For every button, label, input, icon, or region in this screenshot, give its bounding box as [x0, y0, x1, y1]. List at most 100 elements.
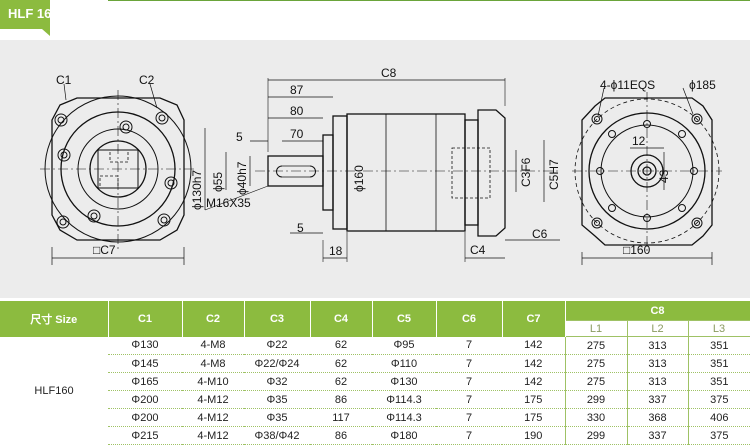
cell-c6: 7 [436, 372, 502, 391]
side-view: C8 87 80 5 70 ϕ130h7 ϕ55 ϕ40h7 M16X35 ϕ1… [190, 66, 561, 262]
cell-c4: 62 [310, 354, 372, 373]
cell-c2: 4-M12 [182, 408, 244, 427]
header-size: 尺寸 Size [0, 301, 109, 337]
dim-87-label: 87 [290, 83, 304, 97]
phi40h7-label: ϕ40h7 [235, 161, 249, 195]
cell-c2: 4-M8 [182, 354, 244, 373]
cell-c6: 7 [436, 354, 502, 373]
cell-c3: Φ22/Φ24 [244, 354, 310, 373]
header-c5: C5 [372, 301, 437, 337]
header-c3: C3 [244, 301, 311, 337]
cell-l1: 299 [564, 390, 627, 409]
cell-l3: 351 [687, 372, 750, 391]
m16x35-label: M16X35 [206, 196, 251, 210]
table-row: Φ145 4-M8 Φ22/Φ24 62 Φ110 7 142 275 313 … [0, 354, 750, 373]
cell-c5: Φ95 [372, 336, 436, 355]
cell-c1: Φ130 [108, 336, 182, 355]
header-l3: L3 [687, 320, 750, 337]
cell-c1: Φ215 [108, 426, 182, 445]
cell-c6: 7 [436, 426, 502, 445]
cell-c3: Φ35 [244, 390, 310, 409]
cell-c7: 142 [502, 354, 565, 373]
cell-c7: 142 [502, 336, 565, 355]
page-title: HLF 160 [8, 6, 59, 21]
c2-label: C2 [139, 73, 155, 87]
front-view: C1 C2 □C7 [40, 73, 196, 265]
cell-c5: Φ180 [372, 426, 436, 445]
cell-l1: 275 [564, 336, 627, 355]
technical-drawing: C1 C2 □C7 C8 87 80 [0, 40, 750, 298]
cell-c6: 7 [436, 408, 502, 427]
phi130h7-label: ϕ130h7 [190, 170, 204, 210]
cell-l3: 351 [687, 354, 750, 373]
dim-18-label: 18 [329, 244, 343, 258]
dim-5-top-label: 5 [236, 130, 243, 144]
cell-c1: Φ200 [108, 408, 182, 427]
cell-l3: 351 [687, 336, 750, 355]
dim-80-label: 80 [290, 104, 304, 118]
holes-label: 4-ϕ11EQS [600, 78, 655, 92]
header-c6: C6 [436, 301, 503, 337]
cell-c5: Φ110 [372, 354, 436, 373]
header-c1: C1 [108, 301, 183, 337]
cell-l2: 313 [626, 354, 688, 373]
table-row: Φ215 4-M12 Φ38/Φ42 86 Φ180 7 190 299 337… [0, 426, 750, 445]
phi55-label: ϕ55 [211, 172, 225, 192]
cell-c1: Φ200 [108, 390, 182, 409]
cell-c7: 190 [502, 426, 565, 445]
dim-70-label: 70 [290, 127, 304, 141]
table-row: HLF160 Φ130 4-M8 Φ22 62 Φ95 7 142 275 31… [0, 336, 750, 397]
cell-c3: Φ32 [244, 372, 310, 391]
spec-table: 尺寸 Size C1 C2 C3 C4 C5 C6 C7 C8 L1 L2 L3… [0, 301, 750, 445]
sq160-label: □160 [623, 243, 651, 257]
cell-c4: 62 [310, 336, 372, 355]
cell-c1: Φ165 [108, 372, 182, 391]
cell-l1: 330 [564, 408, 627, 427]
cell-c2: 4-M8 [182, 336, 244, 355]
cell-c2: 4-M12 [182, 390, 244, 409]
cell-c6: 7 [436, 390, 502, 409]
cell-l2: 337 [626, 390, 688, 409]
cell-c1: Φ145 [108, 354, 182, 373]
title-tag [0, 0, 50, 36]
c8-label: C8 [381, 66, 397, 80]
header-c8: C8 [565, 301, 750, 321]
c3f6-label: C3F6 [519, 157, 533, 187]
header-l2: L2 [626, 320, 689, 337]
c5h7-label: C5H7 [547, 159, 561, 190]
cell-c6: 7 [436, 336, 502, 355]
dim-43-label: 43 [657, 169, 671, 183]
header-l1: L1 [564, 320, 628, 337]
cell-c4: 62 [310, 372, 372, 391]
cell-c3: Φ22 [244, 336, 310, 355]
cell-l3: 375 [687, 426, 750, 445]
cell-c4: 117 [310, 408, 372, 427]
header-c4: C4 [310, 301, 373, 337]
cell-l2: 313 [626, 372, 688, 391]
cell-c5: Φ114.3 [372, 408, 436, 427]
table-row: Φ200 4-M12 Φ35 117 Φ114.3 7 175 330 368 … [0, 408, 750, 427]
cell-l1: 299 [564, 426, 627, 445]
table-row: Φ200 4-M12 Φ35 86 Φ114.3 7 175 299 337 3… [0, 390, 750, 409]
cell-l3: 375 [687, 390, 750, 409]
cell-c2: 4-M10 [182, 372, 244, 391]
cell-l3: 406 [687, 408, 750, 427]
cell-l1: 275 [564, 372, 627, 391]
header-c7: C7 [502, 301, 566, 337]
table-row: Φ165 4-M10 Φ32 62 Φ130 7 142 275 313 351 [0, 372, 750, 391]
cell-l1: 275 [564, 354, 627, 373]
cell-l2: 313 [626, 336, 688, 355]
cell-c2: 4-M12 [182, 426, 244, 445]
model-cell: HLF160 [34, 384, 74, 397]
cell-c3: Φ35 [244, 408, 310, 427]
c4-label: C4 [470, 243, 486, 257]
phi185-label: ϕ185 [689, 78, 716, 92]
cell-c7: 175 [502, 390, 565, 409]
cell-c4: 86 [310, 426, 372, 445]
dim-12-label: 12 [632, 134, 646, 148]
cell-c5: Φ114.3 [372, 390, 436, 409]
c6-label: C6 [532, 227, 548, 241]
cell-c7: 142 [502, 372, 565, 391]
dim-5-bottom-label: 5 [297, 221, 304, 235]
cell-l2: 368 [626, 408, 688, 427]
